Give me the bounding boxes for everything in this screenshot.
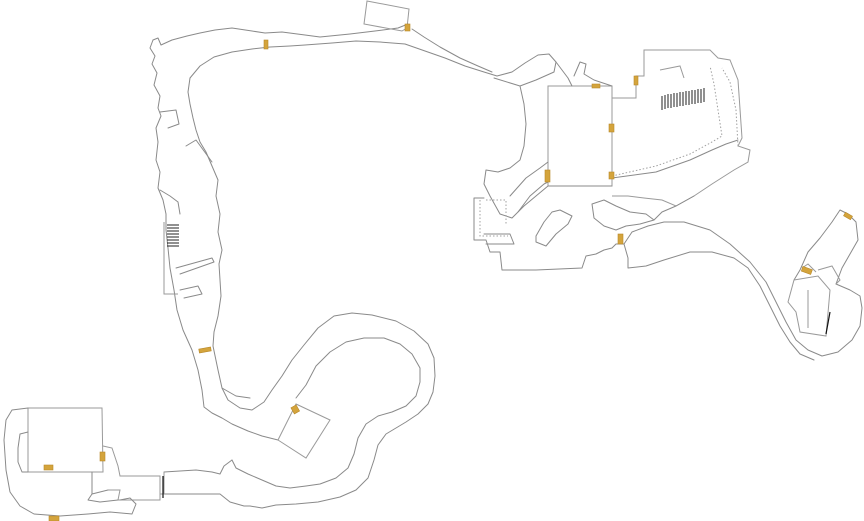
door-ne-top-left	[591, 83, 601, 89]
northeast-stairs	[661, 88, 705, 110]
door-far-east-north	[843, 211, 853, 221]
door-far-east	[800, 266, 813, 275]
door-ne-south	[608, 171, 615, 180]
door-north-storage	[404, 23, 411, 32]
door-central-room	[290, 404, 301, 415]
east-gate-barrier	[825, 311, 831, 335]
door-sw-bottom	[48, 515, 60, 521]
door-west-corridor	[198, 346, 212, 354]
door-ne-west	[544, 169, 551, 183]
north-corridor	[152, 23, 557, 87]
northeast-dotted-walkway	[479, 65, 739, 237]
door-sw-south	[43, 464, 54, 471]
door-east-junction	[617, 233, 624, 245]
west-corridor	[149, 39, 436, 509]
southwest-building	[3, 407, 251, 517]
doors	[43, 23, 853, 521]
door-ne-inner	[608, 123, 615, 133]
central-loop	[221, 337, 421, 489]
east-corridor	[623, 195, 863, 361]
north-storage-room	[363, 0, 410, 32]
door-ne-top-right	[633, 75, 639, 86]
door-sw-east	[99, 451, 106, 462]
west-stairs	[167, 224, 179, 247]
northeast-building	[473, 49, 751, 271]
door-north-corridor	[263, 39, 269, 50]
